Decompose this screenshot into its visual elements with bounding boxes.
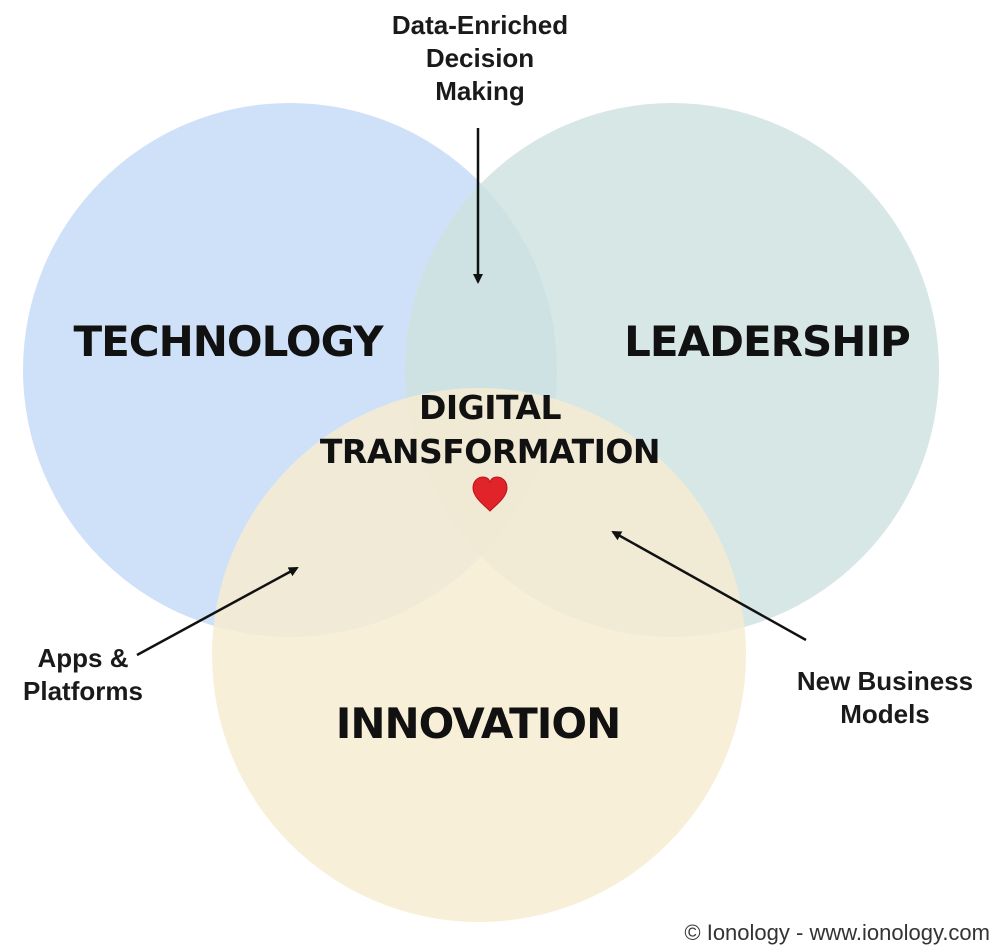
data-enriched-line1: Data-Enriched [392, 10, 568, 40]
data-enriched-line3: Making [435, 76, 525, 106]
apps-platforms-line2: Platforms [23, 676, 143, 706]
data-enriched-line2: Decision [426, 43, 534, 73]
new-business-arrow [611, 530, 807, 642]
center-label-line1: DIGITAL [419, 388, 562, 427]
heart-icon [472, 476, 508, 512]
new-business-line1: New Business [797, 666, 973, 696]
apps-platforms-line1: Apps & [38, 643, 129, 673]
center-label-line2: TRANSFORMATION [320, 432, 660, 471]
leadership-label: LEADERSHIP [624, 317, 910, 366]
copyright-text: © Ionology - www.ionology.com [684, 920, 990, 945]
apps-platforms-arrow [136, 566, 299, 657]
innovation-circle [212, 388, 746, 922]
technology-label: TECHNOLOGY [73, 317, 384, 366]
innovation-label: INNOVATION [336, 699, 621, 748]
new-business-line2: Models [840, 699, 930, 729]
